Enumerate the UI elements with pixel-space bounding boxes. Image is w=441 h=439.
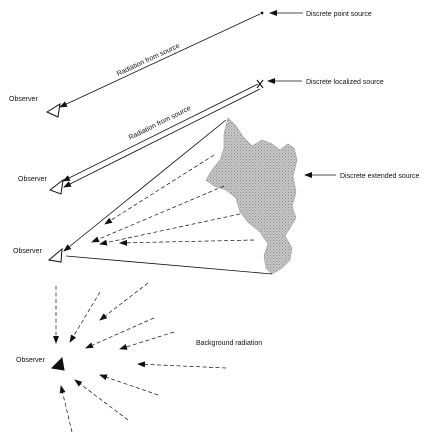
- background-ray-2: [69, 291, 101, 343]
- observer-4-icon: [50, 356, 65, 371]
- extended-dashed-ray-2: [91, 185, 225, 243]
- extended-boundary-ray-bottom: [65, 255, 273, 275]
- background-ray-5: [119, 331, 175, 350]
- radiation-from-source-label-2: Radiation from source: [128, 105, 193, 142]
- extended-dashed-ray-1: [104, 154, 215, 225]
- localized-source-ray-upper: [62, 83, 259, 182]
- observer-2-label: Observer: [18, 176, 47, 183]
- localized-source-x: [256, 79, 264, 89]
- observer-3-icon: [47, 247, 63, 263]
- point-source-radiation-ray: [59, 13, 261, 108]
- background-ray-6: [137, 361, 227, 369]
- observer-2-icon: [48, 178, 64, 195]
- discrete-extended-source-label: Discrete extended source: [340, 173, 419, 180]
- radiation-from-source-label-1: Radiation from source: [116, 43, 181, 78]
- localized-source-ray-lower: [63, 88, 261, 188]
- background-ray-7: [99, 374, 159, 396]
- background-ray-3: [99, 282, 149, 321]
- background-ray-4: [85, 317, 155, 349]
- extended-source-blob: [205, 117, 298, 275]
- point-source-dot: [260, 11, 264, 15]
- background-ray-8: [74, 379, 129, 421]
- discrete-point-source-label: Discrete point source: [306, 11, 372, 18]
- background-radiation-label: Background radiation: [196, 340, 262, 347]
- background-ray-9: [59, 385, 73, 433]
- discrete-localized-source-label: Discrete localized source: [306, 79, 384, 86]
- observer-1-icon: [45, 103, 61, 118]
- extended-dashed-ray-4: [119, 239, 255, 246]
- extended-dashed-ray-3: [99, 213, 241, 246]
- observer-1-label: Observer: [9, 96, 38, 103]
- observer-4-label: Observer: [16, 357, 45, 364]
- observer-3-label: Observer: [13, 248, 42, 255]
- extended-boundary-ray-top: [63, 119, 227, 252]
